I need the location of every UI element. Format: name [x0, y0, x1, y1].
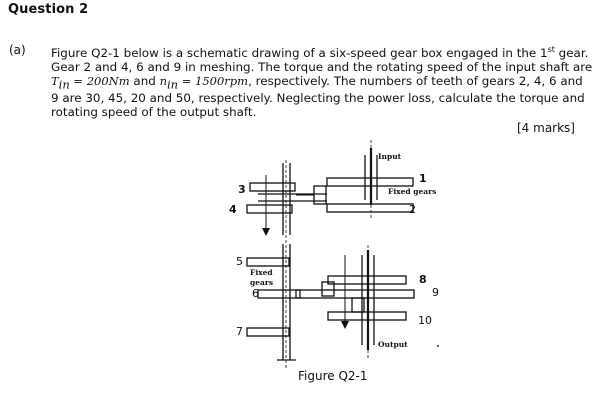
- gear-6: [257, 289, 301, 299]
- arrow-head: [262, 228, 270, 236]
- question-line-2: Gear 2 and 4, 6 and 9 in meshing. The to…: [51, 59, 593, 74]
- gear-number-6: 6: [252, 287, 259, 300]
- fixed-gears-label-left-2: gears: [250, 278, 273, 287]
- clutch-hub-lower: [321, 281, 335, 297]
- gear-number-10: 10: [418, 314, 432, 327]
- input-label: Input: [378, 152, 402, 161]
- gear-number-5: 5: [236, 255, 243, 268]
- gear-number-8: 8: [419, 273, 427, 286]
- gear-number-1: 1: [419, 172, 427, 185]
- part-label: (a): [9, 43, 26, 57]
- gear-number-7: 7: [236, 325, 243, 338]
- fixed-gears-label-left-1: Fixed: [250, 268, 273, 277]
- gear-number-9: 9: [432, 286, 439, 299]
- clutch-hub-lower: [351, 297, 365, 313]
- gear-9: [295, 289, 415, 299]
- gear-1: [326, 177, 414, 187]
- figure-caption: Figure Q2-1: [298, 369, 368, 383]
- gear-5: [246, 257, 290, 267]
- question-text: Figure Q2-1 below is a schematic drawing…: [51, 43, 593, 120]
- output-label: Output: [378, 340, 408, 349]
- stray-dot: [437, 345, 439, 347]
- gear-4: [246, 204, 293, 214]
- marks-label: [4 marks]: [517, 121, 575, 135]
- gear-number-4: 4: [229, 203, 237, 216]
- question-line-5: rotating speed of the output shaft.: [51, 105, 257, 120]
- question-line-3: Tin = 200Nm and nin = 1500rpm, respectiv…: [51, 73, 583, 92]
- question-line-4: 9 are 30, 45, 20 and 50, respectively. N…: [51, 91, 585, 106]
- gear-number-3: 3: [238, 183, 246, 196]
- question-heading: Question 2: [8, 2, 89, 17]
- gear-7: [246, 327, 290, 337]
- gear-3: [249, 182, 296, 192]
- gear-number-2: 2: [409, 203, 416, 216]
- gear-2: [326, 203, 414, 213]
- arrow-head: [341, 321, 349, 329]
- fixed-gears-label-top: Fixed gears: [388, 187, 436, 196]
- question-line-1: Figure Q2-1 below is a schematic drawing…: [51, 45, 589, 60]
